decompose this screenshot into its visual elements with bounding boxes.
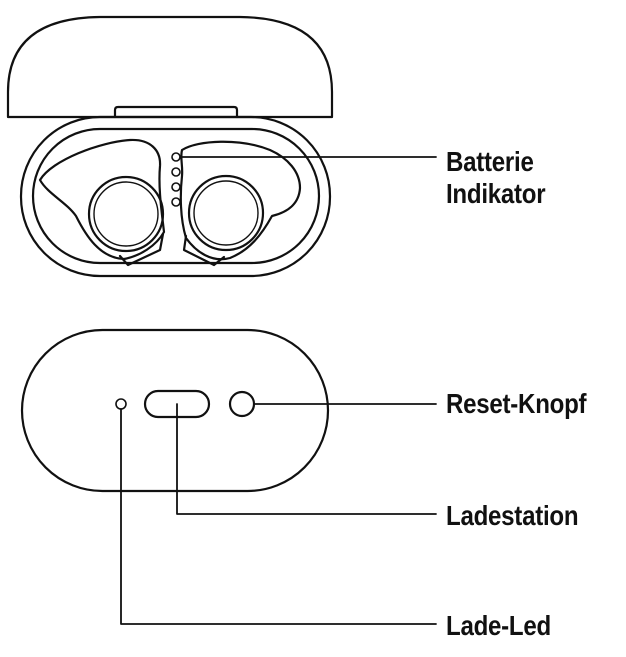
charging-led-label: Lade-Led: [446, 610, 551, 641]
battery-led-3: [171, 182, 181, 192]
battery-indicator-leds: [171, 152, 181, 207]
battery-led-1: [171, 152, 181, 162]
dock-leader-line: [176, 403, 437, 515]
battery-indicator-label: Batterie Indikator: [446, 146, 546, 210]
case-tray-inner: [31, 127, 321, 265]
left-earbud-shell: [38, 138, 166, 261]
closed-case-body: [20, 328, 330, 493]
battery-led-4: [171, 197, 181, 207]
right-earbud-speaker-outer: [187, 174, 265, 252]
battery-indicator-label-line1: Batterie: [446, 146, 534, 177]
case-hinge: [113, 105, 239, 119]
reset-button: [228, 390, 256, 418]
right-earbud-speaker-inner: [193, 180, 259, 246]
charging-led: [115, 398, 127, 410]
left-earbud-tip: [118, 232, 165, 267]
case-lid: [6, 15, 334, 119]
case-base-outer: [19, 115, 332, 278]
led-leader-line: [120, 408, 437, 625]
battery-indicator-label-line2: Indikator: [446, 178, 546, 209]
reset-button-label: Reset-Knopf: [446, 388, 587, 419]
right-earbud-shell: [179, 140, 302, 261]
left-earbud-speaker-outer: [87, 175, 165, 253]
left-earbud-speaker-inner: [93, 181, 159, 247]
right-earbud-tip: [182, 234, 226, 267]
charging-dock-label: Ladestation: [446, 500, 579, 531]
battery-led-2: [171, 167, 181, 177]
